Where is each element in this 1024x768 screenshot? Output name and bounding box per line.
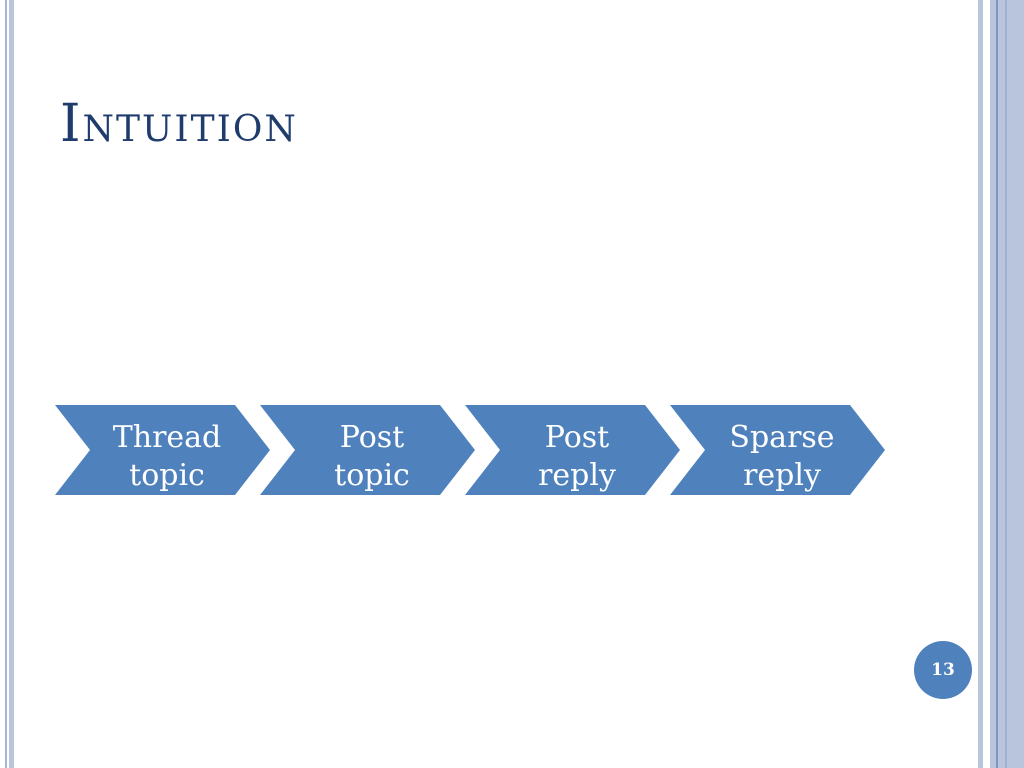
- chevron-shape: [465, 405, 680, 495]
- page-number-bubble: 13: [914, 641, 972, 699]
- chevron-shape: [55, 405, 270, 495]
- page-number: 13: [931, 660, 955, 680]
- right-edge-dark-line: [996, 0, 998, 768]
- slide-title: Intuition: [60, 94, 298, 154]
- right-edge-mid-line: [1005, 0, 1007, 768]
- chevron-shape: [670, 405, 885, 495]
- right-edge-band: [990, 0, 1024, 768]
- chevron-shape: [260, 405, 475, 495]
- left-edge-thin-line: [5, 0, 7, 768]
- right-edge-thin-line: [978, 0, 983, 768]
- left-edge-wide-line: [9, 0, 14, 768]
